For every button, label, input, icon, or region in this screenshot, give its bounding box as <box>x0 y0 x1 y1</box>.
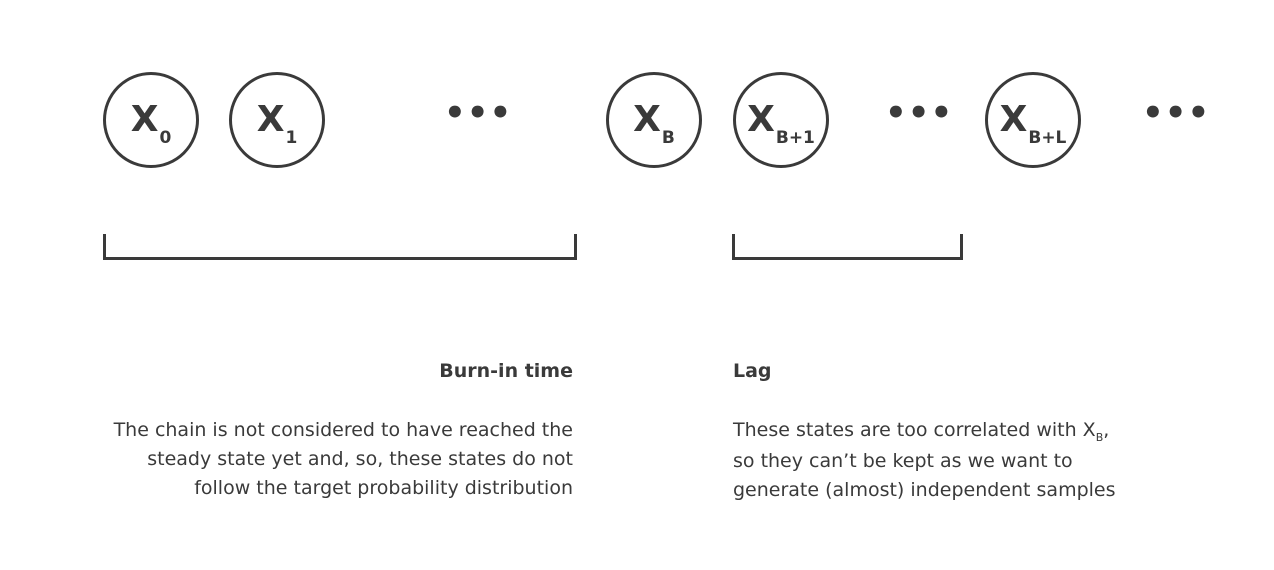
lag-bracket <box>732 234 963 260</box>
lag-heading: Lag <box>733 360 772 382</box>
ellipsis-2: ••• <box>885 93 954 133</box>
node-symbol: X <box>256 99 285 140</box>
node-symbol: X <box>633 99 661 140</box>
burn-in-line-3: follow the target probability distributi… <box>194 477 573 499</box>
node-subscript: B+L <box>1028 128 1067 148</box>
lag-line-1: These states are too correlated with XB, <box>733 416 1116 447</box>
node-subscript: 1 <box>285 128 298 148</box>
node-subscript: B+1 <box>775 128 815 148</box>
state-node-xb1: XB+1 <box>733 72 829 168</box>
ellipsis-1: ••• <box>444 93 513 133</box>
node-symbol: X <box>999 99 1028 140</box>
node-symbol: X <box>130 99 159 140</box>
burn-in-line-2: steady state yet and, so, these states d… <box>147 448 573 470</box>
lag-line-1-text: These states are too correlated with X <box>733 419 1096 441</box>
state-node-x1: X1 <box>229 72 325 168</box>
state-node-x0: X0 <box>103 72 199 168</box>
state-node-xbl: XB+L <box>985 72 1081 168</box>
lag-line-3: generate (almost) independent samples <box>733 479 1116 501</box>
burn-in-heading: Burn-in time <box>439 360 573 382</box>
burn-in-bracket <box>103 234 577 260</box>
node-subscript: 0 <box>159 128 172 148</box>
burn-in-description: The chain is not considered to have reac… <box>114 416 573 503</box>
lag-line-2: so they can’t be kept as we want to <box>733 450 1073 472</box>
ellipsis-3: ••• <box>1142 93 1211 133</box>
lag-line-1-tail: , <box>1103 419 1110 441</box>
burn-in-line-1: The chain is not considered to have reac… <box>113 419 573 441</box>
node-subscript: B <box>661 128 675 148</box>
lag-description: These states are too correlated with XB,… <box>733 416 1116 505</box>
lag-line-1-subscript: B <box>1095 431 1104 444</box>
state-node-xb: XB <box>606 72 702 168</box>
node-symbol: X <box>747 99 775 140</box>
